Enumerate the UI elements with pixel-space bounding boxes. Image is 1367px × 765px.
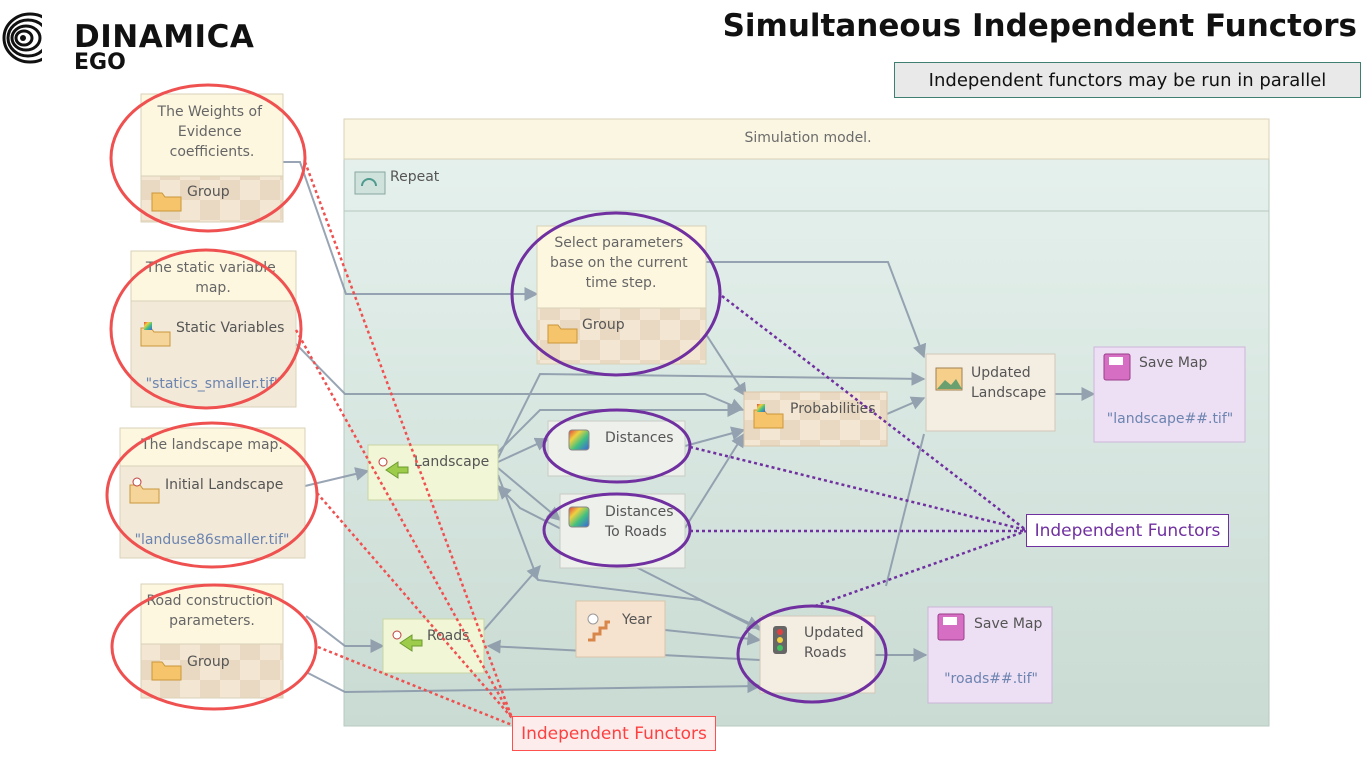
- red-highlights: [105, 83, 319, 711]
- save-landscape-label: Save Map: [1139, 355, 1207, 371]
- raster-calc-icon: [568, 506, 590, 528]
- independent-functors-callout-purple: Independent Functors: [1026, 514, 1229, 547]
- slide-title: Simultaneous Independent Functors: [722, 8, 1357, 44]
- dist-roads-line1: Distances: [605, 504, 674, 520]
- landscape-label: Landscape: [414, 454, 489, 470]
- step-icon: [588, 620, 610, 642]
- dinamica-logo-icon: [2, 6, 64, 68]
- svg-text:Distances To Roads: Distances To Roads: [604, 504, 678, 540]
- red-dotted-links: [294, 161, 514, 727]
- probabilities-node[interactable]: Probabilities: [743, 391, 888, 447]
- folder-icon: [151, 192, 182, 212]
- save-landscape-value: "landscape##.tif": [1107, 411, 1233, 427]
- updated-roads-node[interactable]: Updated Roads: [759, 615, 876, 694]
- select-group-label: Group: [582, 317, 625, 333]
- highlight-distances: [542, 408, 692, 484]
- updated-roads-line1: Updated: [804, 625, 864, 641]
- updated-landscape-line1: Updated: [971, 365, 1031, 381]
- updated-landscape-line2: Landscape: [971, 385, 1046, 401]
- svg-text:The Weights of Evidence: The Weights of Evidence coefficients.: [157, 104, 267, 160]
- highlight-static: [109, 248, 303, 410]
- highlight-road-group: [110, 583, 318, 711]
- road-comment-line1: Road construction: [146, 593, 273, 609]
- save-map-landscape-node[interactable]: Save Map "landscape##.tif": [1093, 346, 1246, 443]
- probabilities-label: Probabilities: [790, 401, 876, 417]
- highlight-weights: [109, 83, 307, 233]
- roads-label: Roads: [427, 628, 469, 644]
- select-comment-line3: time step.: [586, 275, 657, 291]
- dist-roads-line2: To Roads: [604, 524, 667, 540]
- weights-comment-line2: Evidence: [178, 124, 242, 140]
- container-title: Simulation model.: [744, 130, 871, 146]
- svg-text:The static variable map.: The static variable map.: [145, 260, 280, 296]
- highlight-updated-roads: [736, 604, 888, 704]
- svg-text:Updated Roads: Updated Roads: [804, 625, 868, 661]
- road-group-node[interactable]: Road construction parameters. Group: [140, 583, 284, 699]
- updated-roads-line2: Roads: [804, 645, 846, 661]
- select-parameters-node[interactable]: Select parameters base on the current ti…: [536, 225, 707, 365]
- repeat-label: Repeat: [390, 169, 440, 185]
- roads-node[interactable]: Roads: [382, 618, 485, 674]
- initial-landscape-node[interactable]: The landscape map. Initial Landscape "la…: [119, 427, 306, 559]
- landscape-node[interactable]: Landscape: [367, 444, 499, 501]
- distances-node[interactable]: Distances: [547, 420, 686, 477]
- subtitle-box: Independent functors may be run in paral…: [894, 62, 1361, 98]
- connectors: [283, 161, 1096, 694]
- svg-text:Updated Landscape: Updated Landscape: [971, 365, 1046, 401]
- weights-comment-line3: coefficients.: [170, 144, 255, 160]
- folder-icon: [547, 324, 578, 344]
- save-roads-label: Save Map: [974, 616, 1042, 632]
- svg-text:Road construction parame: Road construction parameters.: [146, 593, 277, 629]
- logo-text: DINAMICA EGO: [74, 22, 254, 74]
- logo-line-1: DINAMICA: [74, 19, 255, 55]
- road-comment-line2: parameters.: [169, 613, 255, 629]
- select-comment-line2: base on the current: [550, 255, 688, 271]
- initial-landscape-value: "landuse86smaller.tif": [135, 532, 290, 548]
- mux-icon: [385, 461, 409, 479]
- raster-calc-icon: [568, 429, 590, 451]
- weights-group-node[interactable]: The Weights of Evidence coefficients. Gr…: [140, 93, 284, 223]
- purple-highlights: [510, 211, 888, 704]
- distances-label: Distances: [605, 430, 674, 446]
- static-variables-node[interactable]: The static variable map. Static Variable…: [130, 250, 297, 408]
- save-roads-value: "roads##.tif": [944, 671, 1038, 687]
- save-map-roads-node[interactable]: Save Map "roads##.tif": [927, 606, 1053, 704]
- mux-icon: [399, 634, 423, 652]
- highlight-select: [510, 211, 722, 377]
- static-comment-line1: The static variable: [145, 260, 276, 276]
- weights-comment-line1: The Weights of: [157, 104, 264, 120]
- weights-group-label: Group: [187, 184, 230, 200]
- logo-line-2: EGO: [74, 50, 126, 75]
- highlight-initial: [105, 421, 319, 569]
- svg-text:Select parameters base o: Select parameters base on the current ti…: [550, 235, 692, 291]
- purple-dotted-links: [689, 295, 1027, 608]
- year-label: Year: [621, 612, 652, 628]
- static-vars-label: Static Variables: [176, 320, 284, 336]
- independent-functors-callout-red: Independent Functors: [512, 716, 716, 751]
- updated-landscape-node[interactable]: Updated Landscape: [925, 353, 1056, 432]
- select-comment-line1: Select parameters: [554, 235, 683, 251]
- initial-landscape-label: Initial Landscape: [165, 477, 283, 493]
- repeat-icon: [354, 171, 386, 195]
- initial-comment: The landscape map.: [140, 437, 283, 453]
- year-node[interactable]: Year: [575, 600, 666, 658]
- static-comment-line2: map.: [195, 280, 231, 296]
- road-group-label: Group: [187, 654, 230, 670]
- distances-to-roads-node[interactable]: Distances To Roads: [559, 493, 686, 569]
- static-vars-value: "statics_smaller.tif": [146, 376, 281, 392]
- folder-icon: [151, 661, 182, 681]
